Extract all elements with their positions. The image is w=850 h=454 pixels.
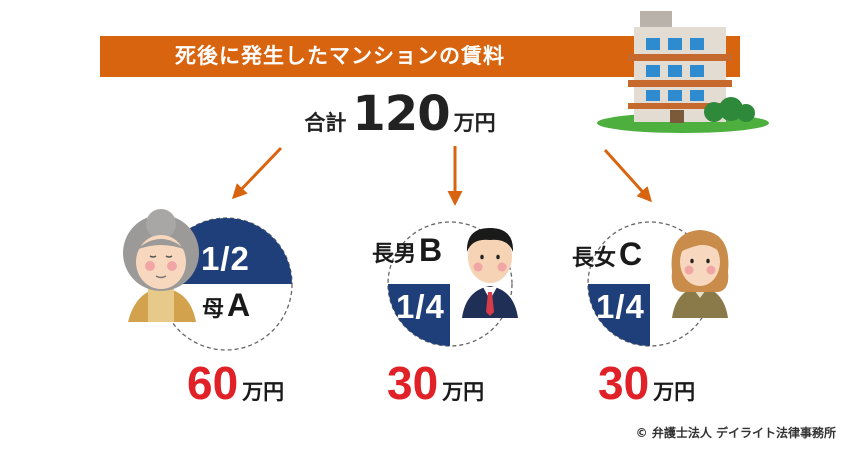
heir-b-relation: 長男 (372, 242, 417, 267)
arrow-icon (231, 146, 283, 200)
total-rent: 合計 120 万円 (270, 86, 530, 142)
amount-b: 30 万円 (387, 356, 484, 410)
share-fraction-c: 1/4 (596, 288, 645, 325)
share-fraction-a: 1/2 (201, 240, 250, 277)
total-value: 120 (352, 86, 450, 142)
copyright: © 弁護士法人 デイライト法律事務所 (635, 426, 836, 440)
total-label: 合計 (304, 111, 347, 135)
amount-b-unit: 万円 (442, 380, 485, 404)
amount-a-value: 60 (187, 357, 239, 409)
apartment-building-icon (597, 11, 769, 133)
share-fraction-b: 1/4 (396, 288, 445, 325)
heir-a-relation: 母 (202, 297, 225, 322)
heir-name-c: 長女 C (572, 236, 642, 273)
arrows (231, 146, 653, 206)
woman-icon (671, 230, 729, 318)
amount-a-unit: 万円 (242, 380, 285, 404)
heir-name-b: 長男 B (372, 232, 442, 269)
arrow-icon (603, 148, 653, 203)
elderly-woman-icon (123, 209, 199, 322)
heir-b-letter: B (419, 232, 443, 268)
heir-name-a: 母 A (202, 287, 250, 324)
man-in-suit-icon (462, 228, 518, 318)
amount-c-value: 30 (598, 357, 650, 409)
amount-c-unit: 万円 (653, 380, 696, 404)
heir-c-letter: C (619, 236, 643, 272)
heir-a-letter: A (227, 287, 251, 323)
amount-b-value: 30 (387, 357, 439, 409)
title: 死後に発生したマンションの賃料 (175, 44, 505, 68)
heir-c-relation: 長女 (572, 246, 617, 271)
total-unit: 万円 (453, 111, 496, 135)
amount-c: 30 万円 (598, 356, 695, 410)
share-circle-b (387, 221, 513, 347)
amount-a: 60 万円 (187, 356, 284, 410)
